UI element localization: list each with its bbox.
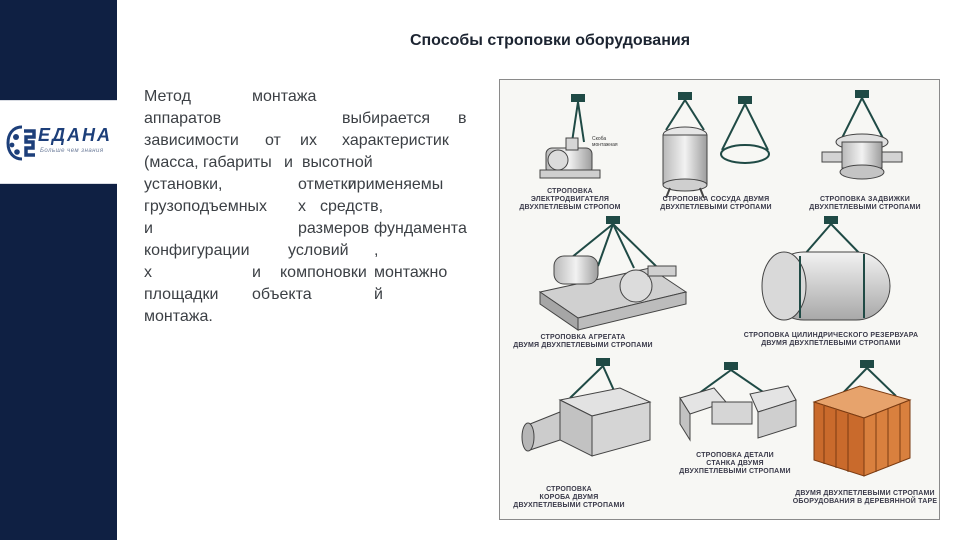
body-word: и	[252, 264, 261, 281]
body-word: компоновки	[280, 264, 367, 281]
loop-label-line: Скоба	[592, 136, 607, 142]
logo-word: ЕДАНА	[38, 125, 113, 145]
caption-line: ДВУХПЕТЛЕВЫМИ СТРОПАМИ	[679, 468, 791, 475]
caption-line: ДВУХПЕТЛЕВЫМИ СТРОПАМИ	[660, 204, 772, 211]
valve-illustration	[821, 90, 903, 180]
caption-line: ДВУХПЕТЛЕВЫМИ СТРОПАМИ	[809, 204, 921, 211]
caption-line: ОБОРУДОВАНИЯ В ДЕРЕВЯННОЙ ТАРЕ	[792, 498, 938, 505]
body-word: от	[265, 132, 281, 149]
duct-box-illustration	[521, 358, 652, 457]
sidebar	[0, 0, 117, 540]
body-word: монтажа	[252, 88, 317, 105]
body-word: х	[298, 198, 306, 215]
caption-line: СТРОПОВКА ЗАДВИЖКИ	[820, 196, 910, 203]
slinging-illustration	[521, 90, 912, 477]
body-word: высотной	[302, 154, 373, 171]
caption-crate: ДВУМЯ ДВУХПЕТЛЕВЫМИ СТРОПАМИ ОБОРУДОВАНИ…	[790, 490, 939, 506]
electric-motor-illustration	[539, 94, 601, 179]
caption-line: СТАНКА ДВУМЯ	[706, 460, 764, 467]
caption-line: ДВУХПЕТЛЕВЫМ СТРОПОМ	[519, 204, 621, 211]
body-word: Метод	[144, 88, 191, 105]
caption-machine-part: СТРОПОВКА ДЕТАЛИ СТАНКА ДВУМЯ ДВУХПЕТЛЕВ…	[670, 452, 800, 476]
body-word: выбирается	[342, 110, 431, 127]
body-word: х	[144, 264, 152, 281]
cylindrical-tank-illustration	[761, 216, 891, 321]
company-logo: ЕДАНА Больше чем знания	[0, 100, 117, 184]
body-word: и	[284, 154, 293, 171]
body-text: Метод монтажа аппаратов выбирается в зав…	[144, 86, 470, 336]
aggregate-illustration	[538, 216, 688, 331]
caption-line: ДВУМЯ ДВУХПЕТЛЕВЫМИ СТРОПАМИ	[513, 342, 653, 349]
body-word: монтажно	[374, 264, 448, 281]
slide-title: Способы строповки оборудования	[409, 32, 691, 49]
body-word: установки,	[144, 176, 223, 193]
body-word: зависимости	[144, 132, 239, 149]
body-word: конфигурации	[144, 242, 250, 259]
logo-tagline: Больше чем знания	[40, 148, 104, 154]
caption-tank: СТРОПОВКА ЦИЛИНДРИЧЕСКОГО РЕЗЕРВУАРА ДВУ…	[726, 332, 936, 348]
body-word: характеристик	[342, 132, 449, 149]
loop-label-line: монтажная	[592, 142, 618, 148]
caption-aggregate: СТРОПОВКА АГРЕГАТА ДВУМЯ ДВУХПЕТЛЕВЫМИ С…	[508, 334, 658, 350]
body-word: их	[300, 132, 317, 149]
logo-emblem-icon	[6, 125, 36, 161]
caption-vessel: СТРОПОВКА СОСУДА ДВУМЯ ДВУХПЕТЛЕВЫМИ СТР…	[646, 196, 786, 212]
body-word: условий	[288, 242, 349, 259]
body-word: объекта	[252, 286, 312, 303]
caption-line: СТРОПОВКА СОСУДА ДВУМЯ	[662, 196, 770, 203]
caption-line: СТРОПОВКА	[547, 188, 593, 195]
caption-line: СТРОПОВКА	[546, 486, 592, 493]
caption-line: ДВУМЯ ДВУХПЕТЛЕВЫМИ СТРОПАМИ	[795, 490, 935, 497]
body-word: монтажа.	[144, 308, 213, 325]
wooden-crate-illustration	[812, 360, 912, 477]
body-word: фундамента	[374, 220, 467, 237]
caption-motor: СТРОПОВКА ЭЛЕКТРОДВИГАТЕЛЯ ДВУХПЕТЛЕВЫМ …	[510, 188, 630, 212]
caption-line: СТРОПОВКА ДЕТАЛИ	[696, 452, 774, 459]
body-word: грузоподъемных	[144, 198, 268, 215]
vessel-illustration	[662, 92, 770, 199]
caption-line: ЭЛЕКТРОДВИГАТЕЛЯ	[530, 196, 610, 203]
machine-part-illustration	[679, 362, 797, 442]
caption-line: ДВУХПЕТЛЕВЫМИ СТРОПАМИ	[513, 502, 625, 509]
body-word: отметки	[298, 176, 357, 193]
body-word: аппаратов	[144, 110, 222, 127]
body-word: й	[374, 286, 383, 303]
caption-duct: СТРОПОВКА КОРОБА ДВУМЯ ДВУХПЕТЛЕВЫМИ СТР…	[504, 486, 634, 510]
body-word: применяемы	[348, 176, 444, 193]
body-word: средств,	[320, 198, 384, 215]
slinging-methods-figure: Скоба монтажная СТРОПОВКА ЭЛЕКТРОДВИГАТЕ…	[499, 79, 940, 520]
caption-line: КОРОБА ДВУМЯ	[539, 494, 599, 501]
body-word: ,	[374, 242, 379, 259]
body-word: и	[144, 220, 153, 237]
caption-line: СТРОПОВКА АГРЕГАТА	[540, 334, 626, 341]
body-word: в	[458, 110, 467, 127]
caption-valve: СТРОПОВКА ЗАДВИЖКИ ДВУХПЕТЛЕВЫМИ СТРОПАМ…	[800, 196, 930, 212]
loop-label: Скоба монтажная	[592, 136, 618, 148]
body-word: (масса, габариты	[144, 154, 272, 171]
body-word: площадки	[144, 286, 219, 303]
caption-line: СТРОПОВКА ЦИЛИНДРИЧЕСКОГО РЕЗЕРВУАРА	[743, 332, 919, 339]
body-word: размеров	[298, 220, 370, 237]
caption-line: ДВУМЯ ДВУХПЕТЛЕВЫМИ СТРОПАМИ	[761, 340, 901, 347]
